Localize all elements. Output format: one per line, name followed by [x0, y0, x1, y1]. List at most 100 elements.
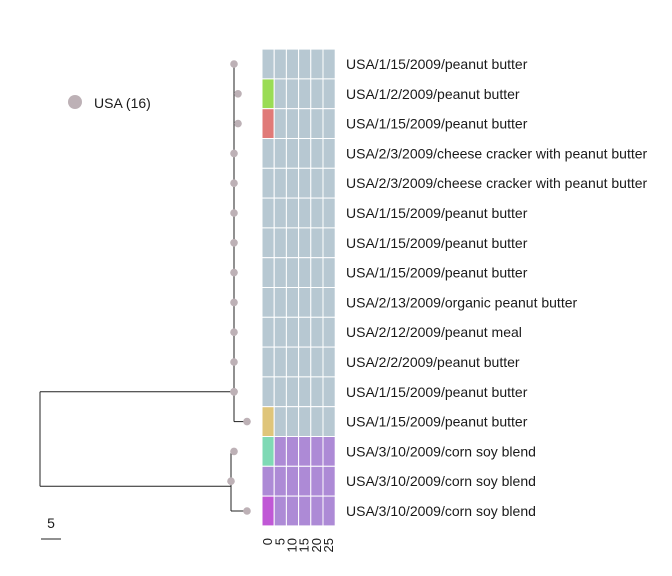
heatmap-cell: [310, 346, 324, 378]
heatmap-cell: [261, 108, 275, 139]
heatmap-cell: [261, 406, 275, 438]
leaf-label: USA/3/10/2009/corn soy blend: [346, 443, 536, 459]
heatmap-cell: [261, 227, 275, 259]
leaf-label: USA/2/3/2009/cheese cracker with peanut …: [346, 145, 648, 161]
tree-node-icon: [230, 239, 238, 247]
leaf-label: USA/1/15/2009/peanut butter: [346, 384, 528, 400]
heatmap-cell: [310, 197, 324, 229]
heatmap-cell: [285, 465, 300, 497]
tree-node-icon: [230, 388, 238, 396]
heatmap-cell: [310, 287, 324, 318]
heatmap-cell: [285, 346, 300, 378]
heatmap-cell: [273, 495, 287, 527]
heatmap-cell: [310, 48, 324, 80]
heatmap-cell: [261, 495, 275, 527]
leaf-label: USA/1/15/2009/peanut butter: [346, 235, 528, 251]
heatmap-column-label: 20: [309, 538, 324, 552]
heatmap-cell: [273, 78, 287, 110]
heatmap-cell: [298, 436, 312, 467]
heatmap-cell: [310, 167, 324, 199]
leaf-label: USA/2/12/2009/peanut meal: [346, 324, 522, 340]
legend-marker-icon: [68, 95, 82, 109]
heatmap-cell: [310, 376, 324, 408]
heatmap-cell: [273, 197, 287, 229]
heatmap-cell: [273, 108, 287, 139]
heatmap-cell: [322, 376, 336, 408]
heatmap-cell: [298, 138, 312, 169]
heatmap-cell: [261, 197, 275, 229]
heatmap-cell: [285, 108, 300, 139]
leaf-label: USA/1/15/2009/peanut butter: [346, 56, 528, 72]
leaf-label: USA/1/2/2009/peanut butter: [346, 86, 520, 102]
heatmap-cell: [322, 316, 336, 348]
heatmap-cell: [322, 227, 336, 259]
heatmap-cell: [285, 495, 300, 527]
heatmap-cell: [273, 346, 287, 378]
heatmap-column-label: 10: [285, 538, 300, 552]
heatmap-cell: [310, 138, 324, 169]
heatmap-cell: [273, 316, 287, 348]
heatmap-cell: [261, 346, 275, 378]
heatmap-cell: [310, 495, 324, 527]
tree-node-icon: [227, 477, 235, 486]
heatmap-cell: [298, 167, 312, 199]
tree-node-icon: [230, 328, 238, 337]
tree-branches: [39, 64, 247, 512]
heatmap-cell: [261, 436, 275, 467]
tree-node-icon: [230, 60, 238, 68]
heatmap-cell: [322, 406, 336, 438]
heatmap-cell: [261, 48, 275, 80]
heatmap-cell: [322, 495, 336, 527]
heatmap-cell: [285, 138, 300, 169]
heatmap-cell: [273, 406, 287, 438]
heatmap-cell: [261, 316, 275, 348]
leaf-label: USA/1/15/2009/peanut butter: [346, 414, 528, 430]
heatmap-cell: [285, 197, 300, 229]
tree-node-icon: [230, 179, 238, 187]
legend-label: USA (16): [94, 95, 151, 111]
heatmap-cell: [285, 436, 300, 467]
heatmap-cell: [261, 376, 275, 408]
heatmap-cell: [285, 316, 300, 348]
heatmap-cell: [322, 48, 336, 80]
heatmap-cell: [261, 78, 275, 110]
heatmap-cell: [273, 167, 287, 199]
heatmap-cell: [298, 346, 312, 378]
heatmap-cell: [285, 406, 300, 438]
tree-node-icon: [230, 447, 238, 456]
heatmap-cell: [322, 346, 336, 378]
heatmap-cell: [298, 108, 312, 139]
heatmap-cell: [310, 316, 324, 348]
heatmap-column-label: 5: [272, 538, 287, 545]
heatmap-cell: [273, 287, 287, 318]
leaf-label: USA/3/10/2009/corn soy blend: [346, 503, 536, 519]
heatmap-cell: [298, 78, 312, 110]
heatmap-cell: [285, 48, 300, 80]
heatmap-cell: [261, 167, 275, 199]
heatmap-cell: [322, 465, 336, 497]
heatmap-cell: [273, 257, 287, 289]
heatmap-cell: [273, 138, 287, 169]
tree-node-icon: [230, 149, 238, 158]
heatmap-cell: [273, 436, 287, 467]
leaf-label: USA/1/15/2009/peanut butter: [346, 205, 528, 221]
heatmap-cell: [322, 138, 336, 169]
heatmap-cell: [298, 376, 312, 408]
heatmap-cell: [298, 197, 312, 229]
heatmap-cell: [298, 495, 312, 527]
heatmap-cell: [273, 48, 287, 80]
tree-nodes: [227, 60, 251, 515]
heatmap-cell: [322, 167, 336, 199]
heatmap-cell: [298, 257, 312, 289]
heatmap-cell: [310, 436, 324, 467]
legend[interactable]: USA (16): [68, 95, 151, 111]
leaf-label: USA/3/10/2009/corn soy blend: [346, 473, 536, 489]
leaf-label: USA/1/15/2009/peanut butter: [346, 265, 528, 281]
heatmap-cell: [261, 138, 275, 169]
tree-node-icon: [234, 119, 242, 128]
heatmap-cell: [261, 287, 275, 318]
tree-node-icon: [243, 507, 251, 515]
heatmap-column-label: 25: [321, 538, 336, 552]
